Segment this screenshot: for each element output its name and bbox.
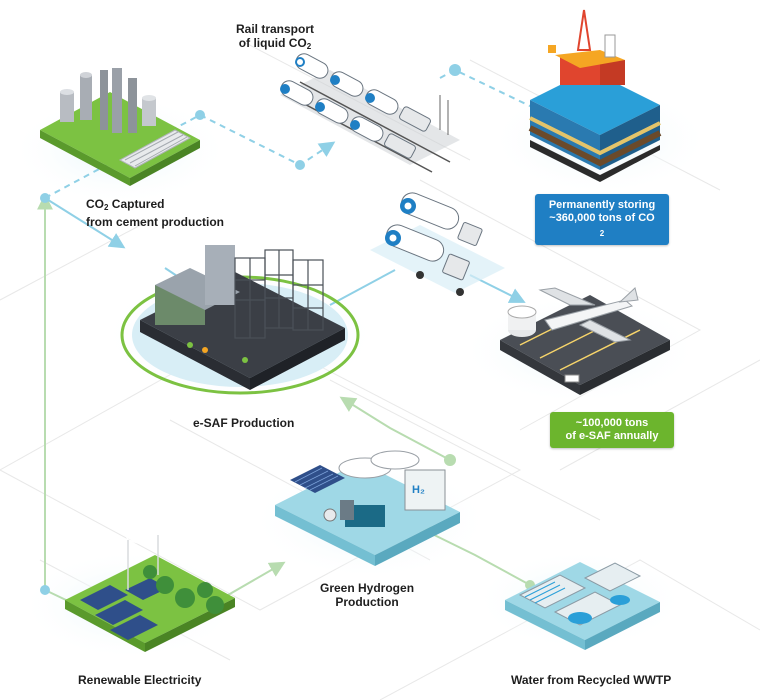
hydrogen-line2: Production [335, 595, 399, 609]
wind-solar-icon [65, 514, 235, 652]
electrolyzer-icon: H₂ [275, 450, 460, 566]
co2-line1-prefix: CO [86, 197, 104, 211]
rail-line2-text: of liquid CO [238, 36, 307, 50]
h2-sign: H₂ [412, 484, 425, 496]
label-renewable-electricity: Renewable Electricity [78, 673, 202, 687]
co2-line1-sub: 2 [104, 203, 109, 212]
offshore-platform-icon [528, 9, 662, 182]
co2-line1: CO2 Captured [86, 197, 165, 212]
storing-line2-text: ~360,000 tons of CO [549, 212, 655, 224]
esaf-badge-line1: ~100,000 tons [575, 417, 649, 429]
storing-line2: ~360,000 tons of CO 2 [535, 212, 669, 240]
hydrogen-line1: Green Hydrogen [320, 581, 415, 595]
badge-esaf-annual: ~100,000 tons of e-SAF annually [550, 412, 674, 448]
solar-panel-icon [290, 465, 345, 493]
label-green-hydrogen: Green Hydrogen Production [320, 581, 414, 609]
rail-line2: of liquid CO2 [238, 36, 312, 51]
co2-line1-suffix: Captured [108, 197, 165, 211]
label-water-wwtp: Water from Recycled WWTP [511, 673, 672, 687]
cement-plant-icon [40, 68, 200, 186]
rail-line2-sub: 2 [306, 42, 312, 51]
co2-line2: from cement production [86, 215, 225, 229]
label-co2-captured: CO2 Captured from cement production [86, 197, 224, 229]
flow-nodes [40, 64, 535, 595]
badge-permanent-storage: Permanently storing ~360,000 tons of CO 2 [535, 194, 669, 245]
co2-tank-logos [297, 59, 412, 242]
esaf-badge-line2: of e-SAF annually [565, 430, 659, 442]
water-treatment-icon [505, 562, 660, 650]
storing-line1: Permanently storing [548, 199, 656, 211]
rail-line1: Rail transport [236, 22, 315, 36]
label-rail-transport: Rail transport of liquid CO2 [236, 22, 314, 54]
esaf-plant-icon [120, 245, 360, 395]
storing-line2-sub: 2 [599, 229, 605, 238]
label-esaf-production: e-SAF Production [193, 416, 295, 430]
airplane-icon [500, 287, 670, 395]
tanker-truck-icon [370, 192, 505, 296]
co2-train-icon [280, 53, 460, 173]
